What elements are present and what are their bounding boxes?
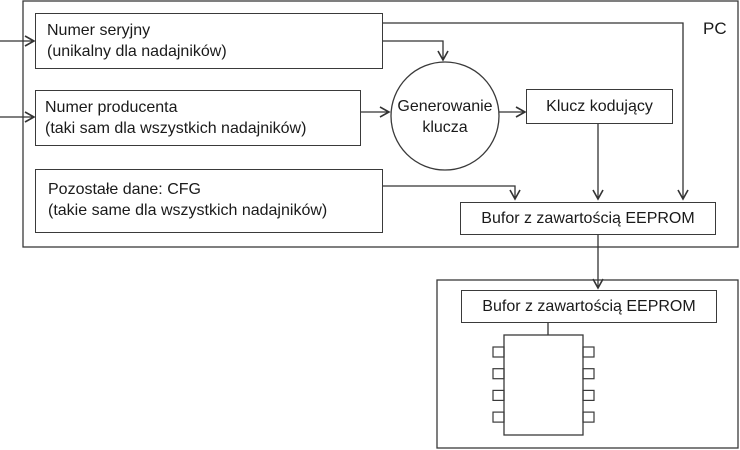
chip-pin-right-4 xyxy=(582,411,595,423)
manufacturer-number-title: Numer producenta xyxy=(45,99,178,116)
serial-number-box xyxy=(35,13,383,69)
key-generation-circle xyxy=(390,61,500,171)
pc-label: PC xyxy=(703,19,727,38)
key-generation-line2: klucza xyxy=(422,119,468,136)
chip-pin-left-3 xyxy=(492,389,505,401)
encoding-key-box xyxy=(526,89,673,124)
key-generation-label: Generowanie klucza xyxy=(391,96,499,138)
device-container xyxy=(436,279,739,449)
device-eeprom-buffer-box xyxy=(461,290,717,323)
manufacturer-number-box xyxy=(35,90,361,146)
other-data-box xyxy=(35,169,383,233)
serial-to-keygen-line xyxy=(382,40,449,62)
other-data-note: (takie same dla wszystkich nadajników) xyxy=(48,202,328,219)
pc-eeprom-buffer-box xyxy=(460,202,716,235)
device-eeprom-buffer-label: Bufor z zawartością EEPROM xyxy=(482,298,696,315)
chip-pin-left-1 xyxy=(492,346,505,358)
pc-container xyxy=(22,0,739,248)
manufacturer-number-note: (taki sam dla wszystkich nadajników) xyxy=(45,120,307,137)
pc-eeprom-buffer-label: Bufor z zawartością EEPROM xyxy=(481,210,695,227)
key-generation-line1: Generowanie xyxy=(397,98,493,115)
chip-pin-left-2 xyxy=(492,368,505,380)
chip-pin-left-4 xyxy=(492,411,505,423)
serial-number-title: Numer seryjny xyxy=(47,22,151,39)
chip-pin-right-1 xyxy=(582,346,595,358)
serial-number-note: (unikalny dla nadajników) xyxy=(47,43,227,60)
serial-to-buffer-line xyxy=(382,22,689,201)
chip-pin-right-2 xyxy=(582,368,595,380)
other-data-title: Pozostałe dane: CFG xyxy=(48,181,201,198)
encoding-key-label: Klucz kodujący xyxy=(546,98,653,115)
cfg-to-buffer-line xyxy=(382,185,521,201)
chip-pin-right-3 xyxy=(582,389,595,401)
eeprom-chip-icon xyxy=(492,334,595,436)
